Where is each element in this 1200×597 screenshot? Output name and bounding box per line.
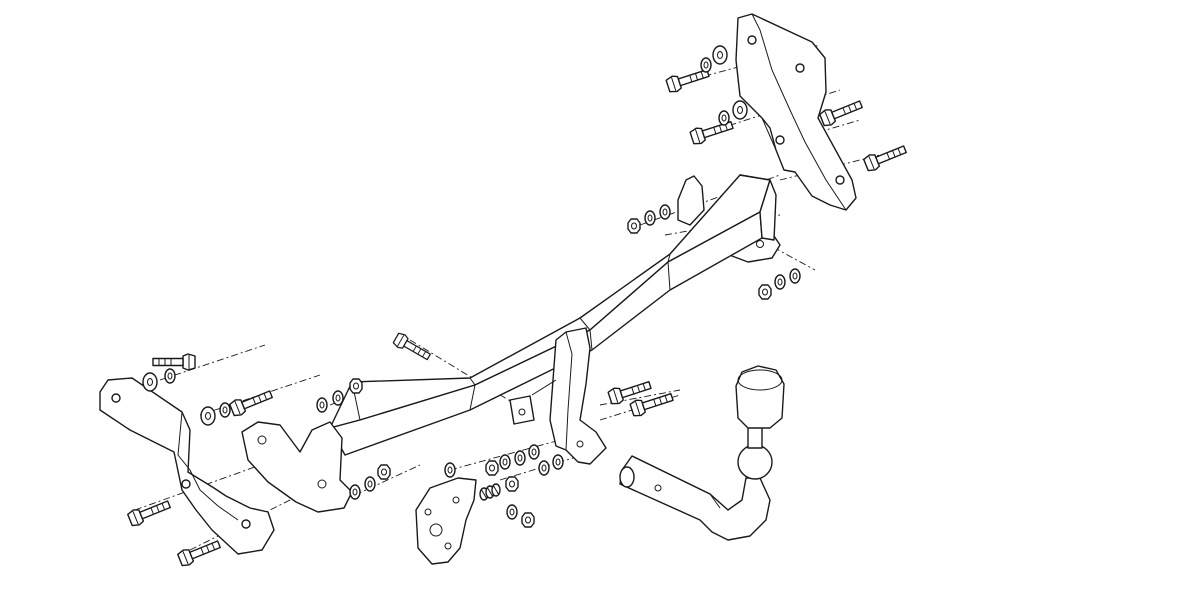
- towball-assembly: [619, 365, 785, 541]
- center-tow-bracket: [509, 327, 607, 465]
- washers: [142, 45, 801, 520]
- crossbar: [329, 174, 777, 456]
- towball: [737, 444, 773, 480]
- spring-washers: [479, 483, 501, 501]
- socket-plate: [415, 477, 477, 565]
- towball-cover: [735, 365, 785, 429]
- right-mounting-bracket: [735, 13, 857, 211]
- left-side-plate: [241, 421, 353, 513]
- left-mounting-bracket: [99, 377, 275, 555]
